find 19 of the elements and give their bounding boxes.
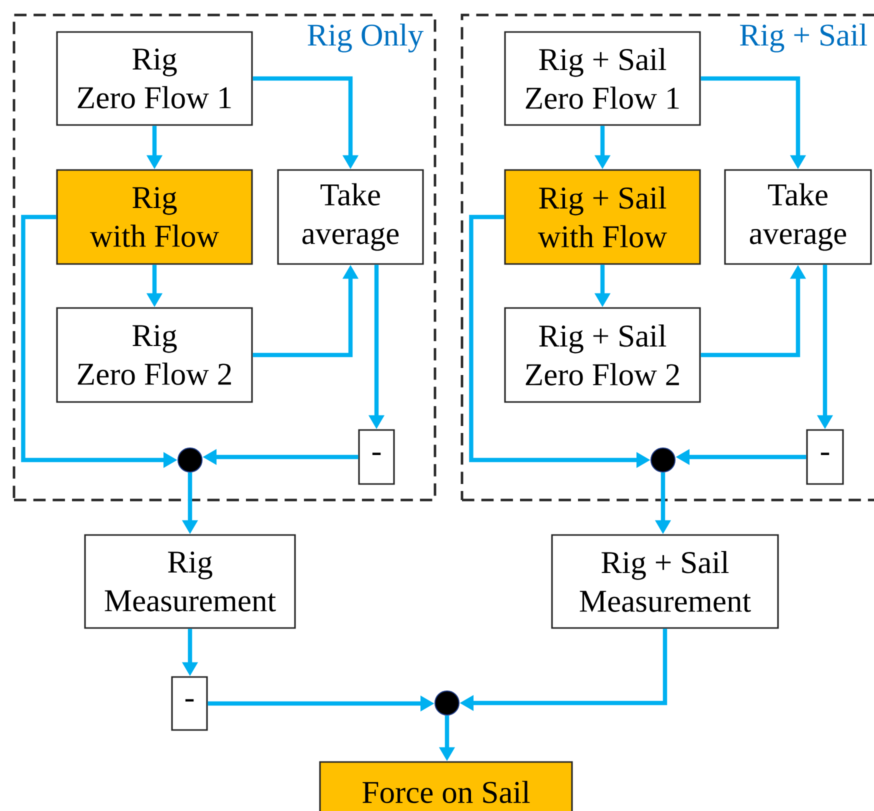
process-box: Rig Zero Flow 1 bbox=[56, 31, 253, 126]
minus-box: - bbox=[806, 429, 844, 485]
process-box: Rig + Sail Measurement bbox=[551, 534, 779, 629]
process-box: Rig + Sail Zero Flow 1 bbox=[504, 31, 701, 126]
process-box: Rig + Sail Zero Flow 2 bbox=[504, 307, 701, 403]
minus-box: - bbox=[358, 429, 395, 485]
process-box: Take average bbox=[277, 169, 424, 265]
process-box: Rig + Sail with Flow bbox=[504, 169, 701, 265]
process-box: Rig Zero Flow 2 bbox=[56, 307, 253, 403]
group-title: Rig + Sail bbox=[740, 24, 868, 52]
minus-box: - bbox=[171, 676, 208, 731]
junction-dot bbox=[177, 447, 203, 473]
junction-dot bbox=[650, 447, 676, 473]
junction-dot bbox=[434, 690, 460, 716]
group-title: Rig Only bbox=[308, 24, 424, 52]
process-box: Take average bbox=[724, 169, 872, 265]
process-box: Force on Sail bbox=[319, 761, 573, 811]
process-box: Rig Measurement bbox=[84, 534, 296, 629]
process-box: Rig with Flow bbox=[56, 169, 253, 265]
